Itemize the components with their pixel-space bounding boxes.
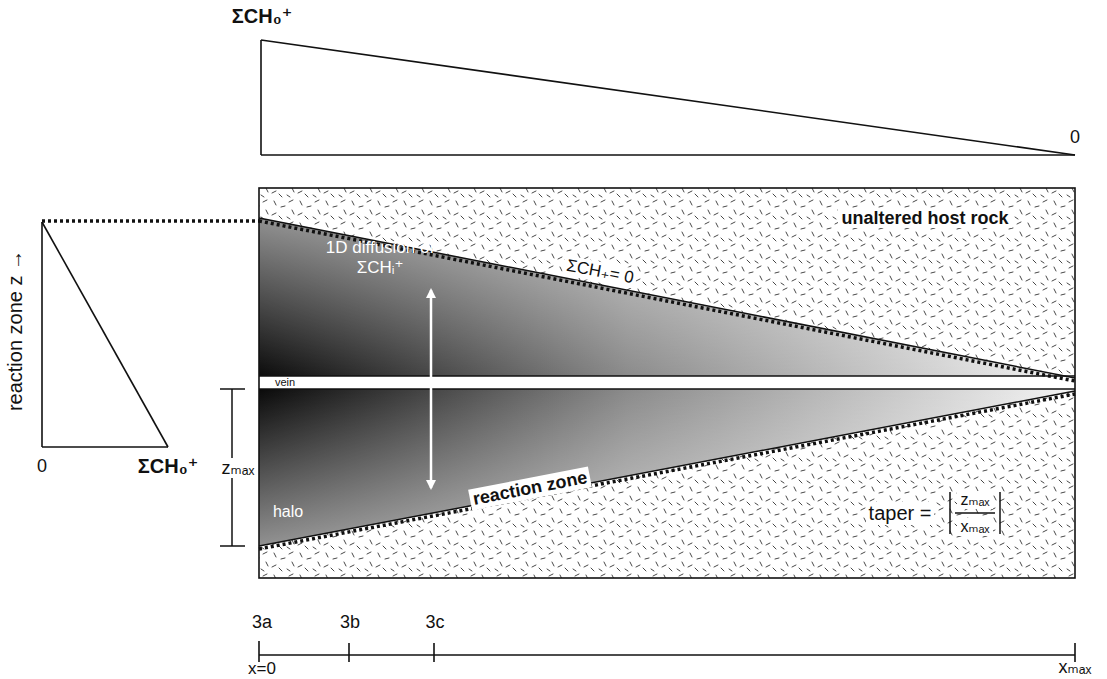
axis-value: 0	[1070, 127, 1080, 148]
host-rock-border	[259, 188, 1075, 578]
section-label: 3b	[340, 612, 360, 633]
vein-edge	[259, 375, 1075, 377]
concentration-profile-left	[42, 222, 168, 447]
formula-label: zₘₐₓ	[957, 491, 992, 509]
diffusion-arrow	[430, 290, 433, 488]
reaction-zone-line	[42, 218, 1075, 549]
boundary-label: reaction zone	[468, 466, 592, 510]
upper-halo-shade	[259, 218, 1075, 378]
upper-halo	[259, 218, 1075, 378]
formula-label: xₘₐₓ	[957, 518, 992, 536]
axis-label: ΣCH₀⁺	[232, 5, 292, 28]
axis-label: reaction zone z →	[5, 249, 28, 410]
section-label: 3c	[425, 612, 444, 633]
host-rock-texture	[259, 188, 1075, 578]
vein	[259, 376, 1075, 389]
axis-value: 0	[37, 456, 47, 477]
concentration-profile-top	[261, 40, 1075, 155]
process-label: 1D diffusion of ΣCHᵢ⁺	[320, 238, 440, 277]
region-label: unaltered host rock	[838, 208, 1011, 229]
formula-label: taper =	[866, 502, 935, 525]
axis-label: xₘₐₓ	[1059, 657, 1092, 678]
axis-label: ΣCH₀⁺	[138, 455, 198, 478]
axis-label: x=0	[248, 659, 276, 679]
boundary-label: ΣCH₊= 0	[562, 255, 639, 288]
section-label: 3a	[252, 612, 272, 633]
host-rock-ground	[259, 188, 1075, 578]
lower-halo	[259, 389, 1075, 546]
lower-halo-shade	[259, 389, 1075, 546]
x-axis	[259, 641, 1075, 662]
dimension-label: zₘₐₓ	[219, 458, 258, 479]
part-name: vein	[275, 376, 295, 389]
vein-edge	[259, 388, 1075, 390]
part-name: halo	[273, 503, 303, 521]
